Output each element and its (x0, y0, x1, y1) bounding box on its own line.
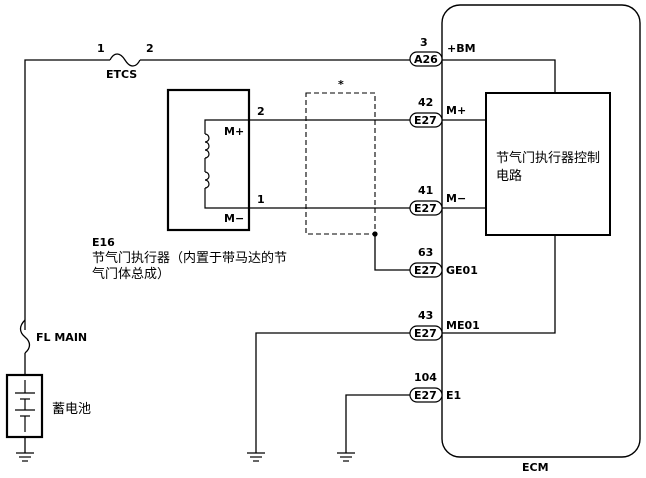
fuse-main-symbol (19, 319, 31, 354)
fuse-etcs-pin2: 2 (146, 42, 154, 55)
signal-me01: ME01 (446, 319, 480, 332)
fuse-etcs-name: ETCS (106, 68, 137, 81)
connector-a26 (409, 51, 443, 67)
connector-e27-41-label: E27 (414, 202, 437, 215)
ecm-box (441, 4, 641, 458)
fuse-etcs-pin1: 1 (97, 42, 105, 55)
connector-e27-63 (409, 262, 443, 278)
signal-m-minus: M− (446, 192, 466, 205)
actuator-coil-lead-bottom (204, 188, 249, 209)
fuse-main-name: FL MAIN (36, 331, 87, 344)
pin-104: 104 (414, 371, 437, 384)
ground-symbol-me01 (247, 452, 265, 462)
control-circuit-label-line2: 电路 (496, 168, 522, 184)
pin-42: 42 (418, 96, 433, 109)
wire-bm-internal (442, 59, 556, 93)
actuator-pin-1: 1 (257, 193, 265, 206)
actuator-name-line2: 气门体总成） (92, 266, 170, 282)
ground-symbol-battery (16, 452, 34, 462)
shield-mark: * (338, 78, 344, 91)
actuator-box (166, 88, 251, 232)
actuator-label-minus: M− (224, 212, 244, 225)
actuator-name-line1: 节气门执行器（内置于带马达的节 (92, 250, 287, 266)
coil-icon (204, 133, 210, 159)
actuator-label-plus: M+ (224, 125, 244, 138)
connector-e27-104 (409, 387, 443, 403)
pin-41: 41 (418, 184, 433, 197)
pin-3: 3 (420, 36, 428, 49)
wire-me01 (255, 332, 410, 453)
connector-a26-label: A26 (414, 53, 438, 66)
wire-me01-internal (442, 235, 556, 334)
wire-e1 (345, 394, 410, 453)
pin-43: 43 (418, 309, 433, 322)
fuse-etcs-symbol (109, 53, 141, 67)
control-circuit-box (485, 92, 611, 236)
signal-ge01: GE01 (446, 264, 478, 277)
connector-e27-43-label: E27 (414, 327, 437, 340)
connector-e27-63-label: E27 (414, 264, 437, 277)
coil-icon-lower (204, 171, 210, 189)
battery-label: 蓄电池 (52, 402, 91, 417)
actuator-coil-lead-top (204, 119, 249, 134)
wire-shield (374, 234, 410, 271)
signal-e1: E1 (446, 389, 461, 402)
pin-63: 63 (418, 246, 433, 259)
shield-box (305, 92, 376, 235)
ground-symbol-e1 (337, 452, 355, 462)
ecm-label: ECM (522, 461, 549, 474)
signal-m-plus: M+ (446, 104, 466, 117)
control-circuit-label-line1: 节气门执行器控制 (496, 150, 600, 166)
actuator-id: E16 (92, 236, 115, 249)
wire-bm (24, 59, 110, 330)
connector-e27-42-label: E27 (414, 114, 437, 127)
signal-bm: +BM (447, 42, 476, 55)
actuator-pin-2: 2 (257, 105, 265, 118)
connector-e27-104-label: E27 (414, 389, 437, 402)
